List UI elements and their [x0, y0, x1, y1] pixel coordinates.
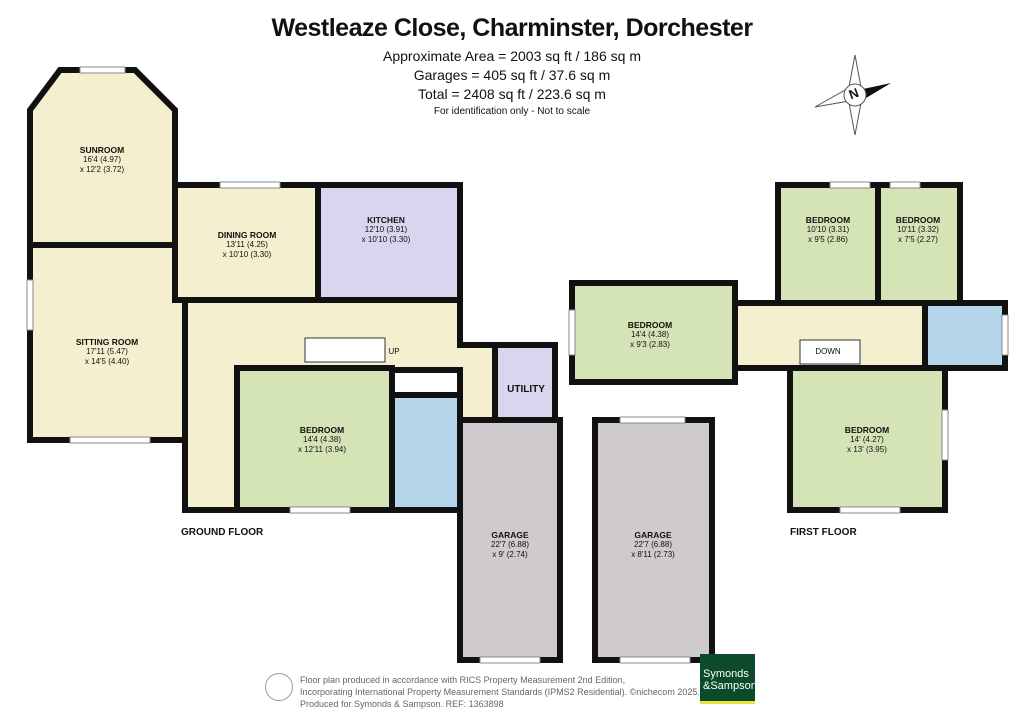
approximate-area: Approximate Area = 2003 sq ft / 186 sq m: [383, 48, 641, 64]
bathroom-first: [922, 300, 1008, 371]
dining-room: [172, 182, 321, 303]
bedroom-ground: [234, 365, 395, 513]
room-label: UTILITY: [507, 384, 545, 395]
ground-floor-label: GROUND FLOOR: [181, 527, 264, 538]
kitchen: [315, 182, 463, 303]
disclaimer: For identification only - Not to scale: [433, 106, 591, 117]
page-title: Westleaze Close, Charminster, Dorchester: [271, 14, 753, 42]
garage-1: [457, 417, 563, 663]
stairs-label: DOWN: [815, 347, 841, 356]
north-compass-icon: [814, 54, 891, 136]
garages-area: Garages = 405 sq ft / 37.6 sq m: [413, 67, 611, 83]
shower-room: [389, 392, 463, 513]
sitting-room: [27, 242, 188, 443]
first-floor-label: FIRST FLOOR: [790, 527, 857, 538]
stairs-label: UP: [388, 347, 400, 356]
total-area: Total = 2408 sq ft / 223.6 sq m: [418, 86, 606, 102]
person-icon: [265, 673, 293, 701]
brand-logo: Symonds&Sampson: [700, 654, 757, 704]
garage-2: [592, 417, 715, 663]
utility: [492, 342, 558, 423]
stairs: [304, 337, 861, 365]
footer-note: Floor plan produced in accordance with R…: [300, 675, 700, 709]
